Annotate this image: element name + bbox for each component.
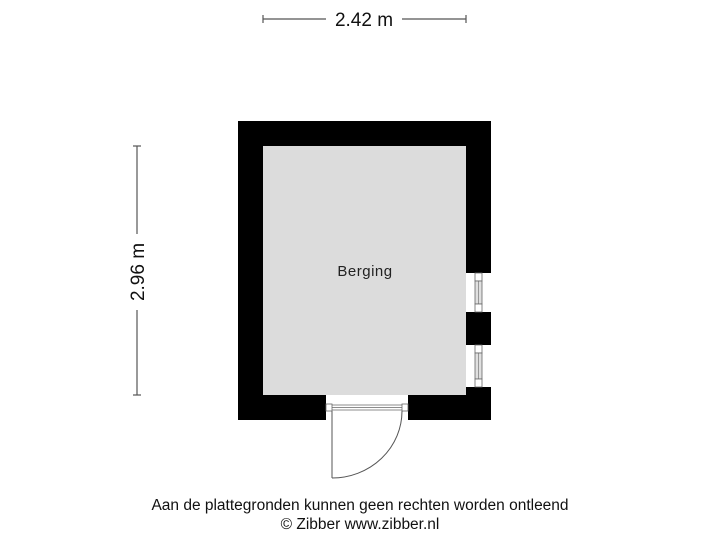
width-dimension-label: 2.42 m [335, 10, 393, 31]
height-dimension-label: 2.96 m [128, 243, 149, 301]
room-label-berging: Berging [337, 263, 392, 280]
room-floor [263, 146, 466, 395]
height-dimension: 2.96 m [128, 145, 149, 396]
copyright-text: © Zibber www.zibber.nl [280, 516, 440, 533]
window-upper [474, 272, 483, 313]
disclaimer-text: Aan de plattegronden kunnen geen rechten… [151, 497, 569, 514]
window-lower [474, 344, 483, 388]
door [325, 395, 409, 479]
walls [238, 121, 491, 420]
width-dimension: 2.42 m [262, 10, 467, 31]
